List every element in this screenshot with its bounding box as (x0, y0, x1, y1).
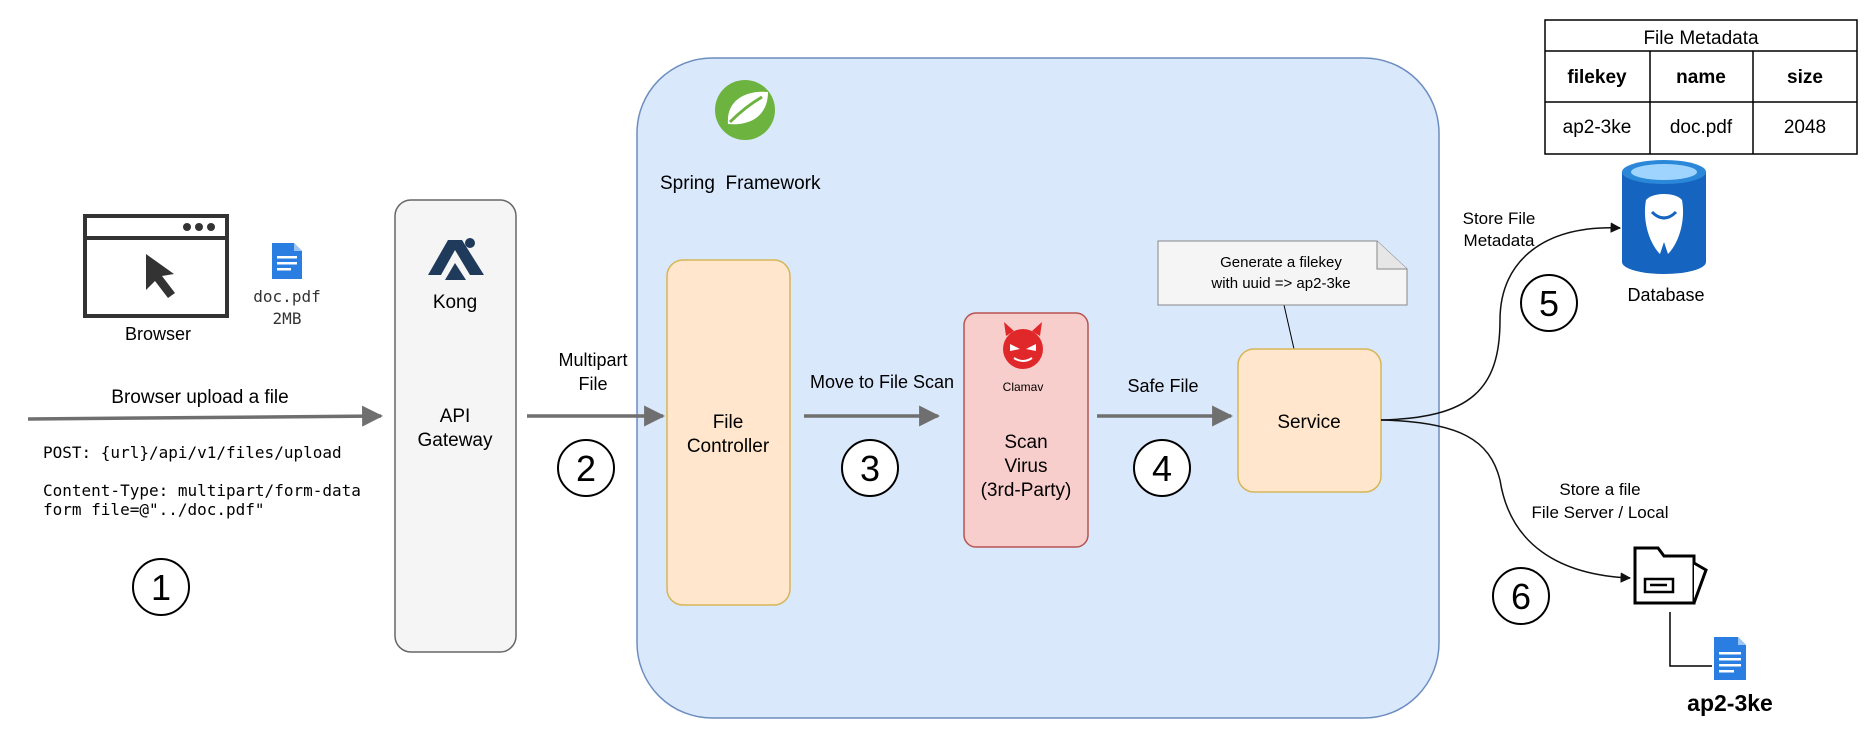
step6-label-line2: File Server / Local (1532, 503, 1669, 522)
upload-file-size: 2MB (273, 309, 302, 328)
file-controller-line2: Controller (687, 436, 770, 457)
clamav-devil-icon (1003, 322, 1043, 369)
kong-logo-icon (428, 238, 484, 280)
file-metadata-table: File Metadata filekey name size ap2-3ke … (1544, 19, 1858, 155)
step5-connector (1380, 222, 1622, 421)
step2-badge (557, 439, 615, 497)
spring-leaf-icon (715, 80, 775, 140)
step1-badge (132, 558, 190, 616)
step2-label-line2: File (578, 374, 607, 394)
browser-label: Browser (125, 324, 191, 344)
browser-icon (83, 214, 229, 318)
kong-label: Kong (433, 292, 477, 313)
file-controller-line1: File (713, 412, 744, 433)
note-line2: with uuid => ap2-3ke (1210, 275, 1350, 292)
scan-virus-box (963, 312, 1089, 548)
file-server-folder-icon (1633, 546, 1708, 605)
upload-file-name: doc.pdf (253, 287, 320, 306)
note-fold (1376, 241, 1407, 270)
form-line: form file=@"../doc.pdf" (43, 500, 265, 519)
database-label: Database (1627, 285, 1704, 305)
postgres-database-icon (1622, 160, 1706, 274)
content-type-line: Content-Type: multipart/form-data (43, 481, 361, 500)
note-line1: Generate a filekey (1220, 254, 1342, 271)
metadata-cell-size: 2048 (1784, 117, 1826, 138)
api-gateway-box (394, 199, 517, 653)
file-controller-box (666, 259, 791, 606)
step5-badge (1520, 274, 1578, 332)
metadata-cell-name: doc.pdf (1670, 117, 1733, 138)
step5-number: 5 (1539, 283, 1559, 324)
stored-file-connector (1669, 612, 1712, 667)
step6-number: 6 (1511, 576, 1531, 617)
note-connector (1283, 304, 1295, 350)
spring-framework-label: Spring Framework (660, 173, 821, 194)
step3-badge (841, 439, 899, 497)
step2-label-line1: Multipart (558, 350, 627, 370)
step1-arrow (27, 405, 384, 427)
clamav-label: Clamav (1003, 380, 1044, 394)
stored-document-icon (1714, 637, 1746, 680)
request-line: POST: {url}/api/v1/files/upload (43, 443, 342, 462)
metadata-col-name: name (1676, 67, 1726, 88)
stored-file-name: ap2-3ke (1687, 690, 1773, 716)
step5-label-line2: Metadata (1464, 231, 1535, 250)
metadata-table-title: File Metadata (1643, 28, 1759, 49)
step6-connector (1380, 419, 1632, 583)
note-box (1157, 240, 1408, 306)
step6-label-line1: Store a file (1559, 480, 1640, 499)
scan-virus-line3: (3rd-Party) (981, 480, 1072, 501)
step4-badge (1133, 439, 1191, 497)
step1-number: 1 (151, 567, 171, 608)
document-icon (272, 243, 302, 279)
step3-number: 3 (860, 448, 880, 489)
metadata-col-size: size (1787, 67, 1823, 88)
scan-virus-line1: Scan (1004, 432, 1047, 453)
step6-badge (1492, 567, 1550, 625)
step4-number: 4 (1152, 448, 1172, 489)
step2-number: 2 (576, 448, 596, 489)
metadata-cell-filekey: ap2-3ke (1563, 117, 1632, 138)
step1-arrow-label: Browser upload a file (111, 387, 288, 408)
step4-label: Safe File (1127, 376, 1198, 396)
api-gateway-title-line1: API (440, 406, 471, 427)
step3-label: Move to File Scan (810, 372, 954, 392)
step5-label-line1: Store File (1463, 209, 1536, 228)
metadata-col-filekey: filekey (1567, 67, 1627, 88)
service-label: Service (1277, 412, 1340, 433)
api-gateway-title-line2: Gateway (418, 430, 493, 451)
scan-virus-line2: Virus (1005, 456, 1048, 477)
